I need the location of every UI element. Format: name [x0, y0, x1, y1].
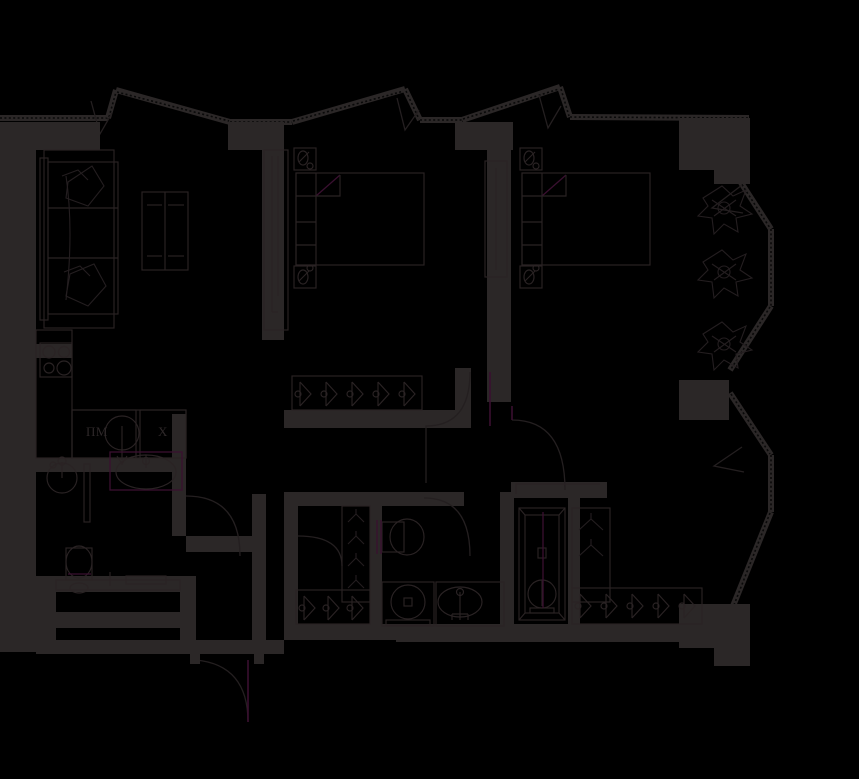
- bed-2: [521, 172, 651, 266]
- living-room-furniture: [39, 149, 189, 329]
- nightstand-lamp-bottom: [293, 264, 317, 289]
- mirror-panel-1: [484, 160, 508, 278]
- bathtub: [518, 507, 566, 621]
- sofa: [39, 149, 119, 329]
- nightstand-lamp-top-2: [519, 147, 543, 171]
- plant-2: [696, 249, 754, 300]
- dishwasher-box: [71, 409, 137, 459]
- nightstand-lamp-top: [293, 147, 317, 171]
- tall-cabinet-left: [263, 149, 289, 331]
- bathroom-1-fixtures: [55, 545, 181, 594]
- plant-1: [696, 185, 754, 236]
- bedroom-1-furniture: [291, 147, 508, 411]
- kitchen-furniture: [35, 329, 187, 523]
- vanity-counter: [55, 572, 181, 594]
- sink-mid: [435, 581, 505, 627]
- bedroom-2-furniture: [519, 147, 651, 289]
- dining-table: [109, 451, 183, 491]
- doors: [185, 371, 566, 723]
- wardrobe-shoes-1: [291, 375, 423, 411]
- wash-basin-kitchen: [46, 456, 91, 523]
- refrigerator-label: Х: [158, 424, 168, 439]
- hall-shoes: [295, 589, 371, 625]
- washing-machine: [381, 581, 435, 627]
- nightstand-lamp-bottom-2: [519, 264, 543, 289]
- bathroom-2-fixtures: [376, 518, 505, 627]
- plant-3: [696, 321, 754, 372]
- ledge-right: [515, 483, 600, 494]
- toilet-mid: [376, 518, 425, 556]
- balcony-plants: [696, 185, 754, 372]
- shower-head: [537, 547, 547, 559]
- dishwasher-label: ПМ: [86, 424, 108, 439]
- wardrobe-2-shoes: [571, 587, 703, 625]
- cooktop: [39, 342, 73, 378]
- tv-cabinet: [141, 191, 189, 271]
- hall-closet: [295, 505, 371, 625]
- wardrobe-2: [571, 507, 703, 625]
- top-window-wall: [0, 84, 750, 125]
- hanger-group-hall: [347, 509, 365, 589]
- bed-1: [295, 172, 425, 266]
- kitchen-sink: [104, 415, 140, 466]
